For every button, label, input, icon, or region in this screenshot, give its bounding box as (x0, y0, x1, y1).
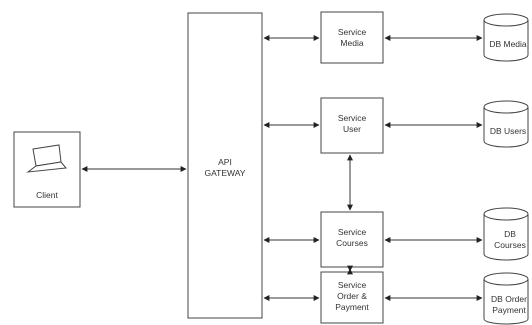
db-courses-top (483, 207, 529, 221)
service-order-line-3: Payment (335, 302, 369, 312)
api-gateway-box (187, 12, 263, 319)
client-node: Client (13, 131, 81, 208)
service-courses-line-2: Courses (336, 238, 368, 248)
service-courses-node: Service Courses (320, 211, 384, 268)
db-courses-line-2: Courses (494, 240, 526, 250)
db-media-label: DB Media (489, 39, 527, 49)
api-gateway-node: API GATEWAY (187, 12, 263, 319)
gateway-label-line-2: GATEWAY (205, 168, 246, 178)
db-media-body (483, 20, 529, 62)
db-media-node: DB Media (483, 13, 529, 62)
gateway-label-line-1: API (218, 157, 232, 167)
service-order-box (320, 271, 384, 324)
service-courses-line-1: Service (338, 227, 367, 237)
db-media-top (483, 13, 529, 27)
db-courses-body (483, 214, 529, 261)
service-media-line-2: Media (340, 38, 363, 48)
service-user-node: Service User (320, 97, 384, 154)
service-order-line-1: Service (338, 280, 367, 290)
db-courses-node: DB Courses (483, 207, 529, 261)
laptop-icon (26, 144, 67, 173)
service-user-line-2: User (343, 124, 361, 134)
db-users-top (483, 100, 529, 114)
db-order-body (483, 279, 529, 325)
db-users-body (483, 107, 529, 148)
client-label: Client (36, 190, 58, 200)
db-users-node: DB Users (483, 100, 529, 148)
db-users-label: DB Users (490, 126, 526, 136)
db-order-top (483, 272, 529, 286)
db-order-line-1: DB Order (491, 294, 527, 304)
service-media-box (320, 11, 384, 64)
service-user-box (320, 97, 384, 154)
db-order-node: DB Order Payment (483, 272, 529, 325)
db-order-line-2: Payment (492, 305, 526, 315)
db-courses-line-1: DB (504, 229, 516, 239)
service-media-line-1: Service (338, 27, 367, 37)
service-user-line-1: Service (338, 113, 367, 123)
service-media-node: Service Media (320, 11, 384, 64)
service-order-node: Service Order & Payment (320, 271, 384, 324)
service-order-line-2: Order & (337, 291, 367, 301)
